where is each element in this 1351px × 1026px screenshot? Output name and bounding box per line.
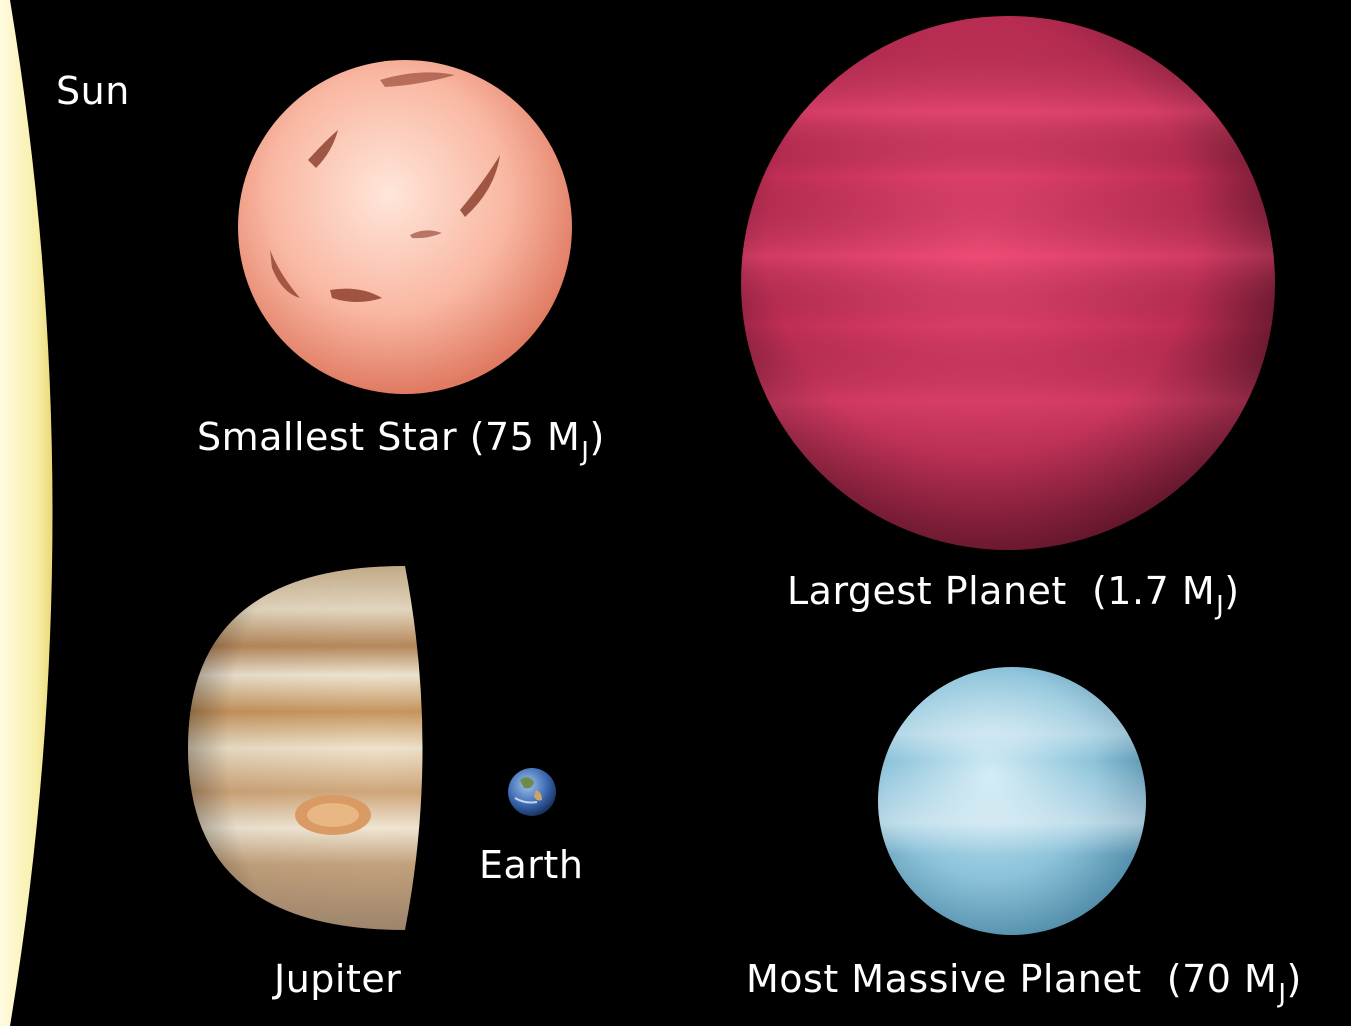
sun-label: Sun	[56, 69, 130, 113]
most-massive-planet-body	[878, 667, 1146, 935]
jupiter-body	[188, 566, 423, 930]
smallest-star-mass: (75 M	[469, 415, 581, 459]
largest-planet-label: Largest Planet (1.7 MJ)	[787, 569, 1240, 619]
smallest-star-mass-subscript: J	[581, 437, 590, 467]
jupiter-label: Jupiter	[274, 957, 402, 1001]
largest-planet-mass: (1.7 M	[1091, 569, 1216, 613]
most-massive-planet-mass: (70 M	[1166, 957, 1278, 1001]
earth-body	[508, 768, 556, 816]
most-massive-planet-name: Most Massive Planet	[746, 957, 1142, 1001]
most-massive-planet-label: Most Massive Planet (70 MJ)	[746, 957, 1302, 1007]
largest-planet-mass-close: )	[1224, 569, 1240, 613]
largest-planet-mass-subscript: J	[1216, 591, 1225, 621]
largest-planet-body	[741, 16, 1275, 550]
largest-planet-name: Largest Planet	[787, 569, 1067, 613]
earth-label: Earth	[479, 843, 584, 887]
smallest-star-name: Smallest Star	[197, 415, 458, 459]
most-massive-planet-mass-subscript: J	[1278, 979, 1287, 1009]
smallest-star-label: Smallest Star (75 MJ)	[197, 415, 605, 465]
smallest-star-body	[238, 60, 572, 394]
most-massive-planet-mass-close: )	[1286, 957, 1302, 1001]
smallest-star-mass-close: )	[589, 415, 605, 459]
sun-body	[0, 0, 53, 1026]
